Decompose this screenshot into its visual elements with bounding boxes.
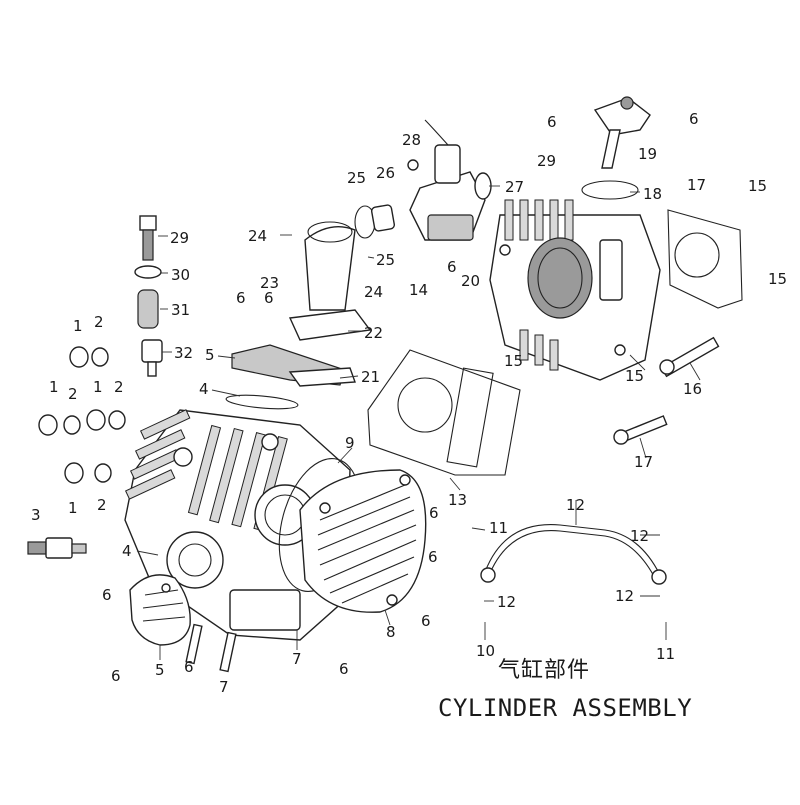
callout-2: 2 [114,378,124,396]
callout-12: 12 [497,593,516,611]
callout-11: 10 [476,642,495,660]
callout-12: 11 [489,519,508,537]
callout-31: 30 [171,266,190,284]
callout-6: 6 [102,586,112,604]
callout-26: 25 [347,169,366,187]
callout-11: 11 [656,645,675,663]
callout-6: 6 [428,548,438,566]
callout-7: 6 [184,658,194,676]
callout-6: 6 [236,289,246,307]
head-cover-part [231,344,356,387]
callout-4: 4 [199,380,209,398]
long-bolts-part [613,336,720,445]
callout-25: 25 [376,251,395,269]
intake-manifold-part [288,221,372,341]
callout-17: 16 [683,380,702,398]
callout-6: 6 [429,504,439,522]
callout-23: 22 [364,324,383,342]
callout-2: 2 [94,313,104,331]
callout-33: 32 [174,344,193,362]
callout-6: 6 [421,612,431,630]
callout-10: 9 [345,434,355,452]
callout-7: 7 [219,678,229,696]
callout-29: 28 [402,131,421,149]
callout-1: 1 [68,499,78,517]
head-cover-gasket-part [225,394,299,410]
callout-32: 31 [171,301,190,319]
carburetor-part [407,119,492,241]
callout-2: 2 [97,496,107,514]
cylinder-base-gasket-part [367,349,521,476]
callout-25: 24 [248,227,267,245]
callout-6: 6 [547,113,557,131]
valve-spring-stack-part [134,215,163,377]
callout-22: 21 [361,368,380,386]
bracket-part [593,96,651,169]
callout-15: 15 [748,177,767,195]
callout-13: 12 [566,496,585,514]
oil-pipe-part [480,524,667,585]
callout-12: 12 [615,587,634,605]
callout-19: 18 [643,185,662,203]
leader-lines [136,185,701,660]
callout-6: 6 [264,289,274,307]
callout-3: 3 [31,506,41,524]
callout-30: 29 [170,229,189,247]
cylinder-head-gasket-part [667,209,743,309]
diagram-title-english: CYLINDER ASSEMBLY [438,694,693,722]
callout-24: 23 [260,274,279,292]
callout-2: 2 [68,385,78,403]
callout-5: 5 [205,346,215,364]
spark-plug-part [27,537,87,559]
callout-28: 27 [505,178,524,196]
callout-27: 26 [376,164,395,182]
callout-17: 17 [634,453,653,471]
callout-29: 29 [537,152,556,170]
callout-14: 13 [448,491,467,509]
callout-6: 6 [111,667,121,685]
callout-18: 17 [687,176,706,194]
callout-4: 4 [122,542,132,560]
callout-24: 24 [364,283,383,301]
callout-15: 14 [409,281,428,299]
callout-6: 6 [447,258,457,276]
callout-12: 12 [630,527,649,545]
callout-21: 20 [461,272,480,290]
side-cover-part [299,469,427,613]
callout-1: 1 [93,378,103,396]
callout-1: 1 [49,378,59,396]
small-cover-part [129,574,191,646]
studs-part [185,623,237,673]
callout-5: 5 [155,661,165,679]
callout-6: 6 [689,110,699,128]
callout-labels: 1 2 1 2 1 2 1 2 3 4 4 5 5 6 6 6 6 6 6 6 … [31,110,787,696]
insulator-part [371,204,395,232]
seal-washers-part [38,346,126,484]
callout-9: 8 [386,623,396,641]
callout-8: 7 [292,650,302,668]
bracket-gasket-part [581,180,639,200]
callout-6: 6 [339,660,349,678]
callout-15: 15 [768,270,787,288]
callout-20: 19 [638,145,657,163]
callout-1: 1 [73,317,83,335]
cylinder-block-part [489,199,661,381]
callout-15: 15 [504,352,523,370]
diagram-title-chinese: 气缸部件 [498,658,591,683]
cylinder-head-part [124,409,351,641]
callout-16: 15 [625,367,644,385]
